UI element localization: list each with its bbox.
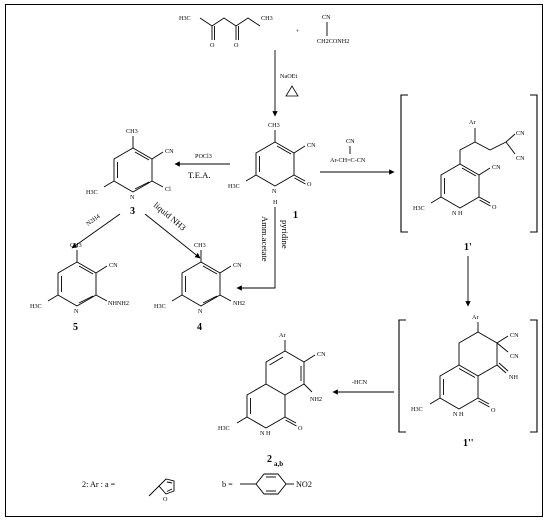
c4-nh2: NH2 [233, 300, 245, 307]
c2-n: N [260, 430, 265, 437]
c2-h: H [266, 430, 271, 437]
reagent-amm-acetate: Amm.acetate [260, 216, 270, 262]
c1dprime-h: H [459, 411, 464, 418]
bracket-1prime-right [530, 94, 538, 233]
compound-4: CH3 CN NH2 H3C N 4 [154, 242, 245, 333]
compound-1dprime: Ar CN CN NH O H3C N H [411, 314, 519, 418]
compound-5-label: 5 [73, 322, 78, 333]
reagent-pocl3: POCl3 [195, 153, 212, 160]
c4-h3c: H3C [154, 303, 166, 310]
plus-sign: + [296, 28, 300, 35]
c4-n: N [198, 308, 203, 315]
arrow-1-to-4 [236, 207, 276, 291]
compound-5: CH3 CN NHNH2 H3C N 5 [30, 242, 129, 333]
acac-oxo-1: O [210, 42, 215, 49]
c1prime-cn3: CN [492, 164, 501, 171]
footer-ar-a: 2: Ar : a = [82, 480, 116, 489]
c3-h3c: H3C [86, 189, 98, 196]
acac-methyl-right: CH3 [261, 15, 273, 22]
reagent-naoet: NaOEt [280, 73, 297, 80]
compound-2-label: 2 [267, 454, 272, 465]
furan-oxygen: O [163, 496, 168, 503]
bracket-1prime-left [400, 94, 408, 233]
cyanoacetamide-cn: CN [322, 14, 331, 21]
reagent-arylidene-cn: CN [346, 138, 355, 145]
c1dprime-ar: Ar [472, 314, 479, 321]
c2-h3c: H3C [218, 425, 230, 432]
acac-methyl-left: H3C [179, 15, 191, 22]
compound-2: Ar CN NH2 O H3C N H [218, 332, 326, 437]
c1-oxo: O [307, 181, 312, 188]
heat-triangle-icon [285, 85, 299, 97]
c2-cn: CN [317, 351, 326, 358]
compound-1prime-label: 1' [464, 242, 472, 253]
c1dprime-oxo: O [491, 407, 496, 414]
compound-1: CH3 CN O H3C N H 1 [228, 122, 316, 221]
furan-2-yl-icon: O [148, 478, 175, 503]
cyanoacetamide: CN CH2CONH2 [317, 14, 349, 45]
c3-cl: Cl [165, 186, 171, 193]
compound-3-label: 3 [130, 206, 135, 217]
c1-n: N [272, 188, 277, 195]
reagent-hcn: -HCN [352, 379, 368, 386]
acac-oxo-2: O [234, 42, 239, 49]
scheme-frame [5, 4, 543, 517]
c2-nh2: NH2 [310, 396, 322, 403]
reagent-hydrazine: N2H4 [85, 213, 101, 228]
c1prime-cn1: CN [516, 130, 525, 137]
c1dprime-cn1: CN [510, 332, 519, 339]
c3-methyl: CH3 [126, 128, 138, 135]
c1prime-h3c: H3C [413, 205, 425, 212]
reagent-liquid-nh3: liquid NH3 [152, 200, 188, 233]
c1prime-ar: Ar [469, 119, 476, 126]
c3-n: N [130, 194, 135, 201]
c4-methyl: CH3 [194, 242, 206, 249]
bracket-1dprime-left [398, 319, 406, 433]
compound-1-label: 1 [293, 210, 298, 221]
nitro-group: NO2 [296, 480, 312, 489]
c5-n: N [74, 308, 79, 315]
c5-methyl: CH3 [70, 242, 82, 249]
c2-ar: Ar [279, 332, 286, 339]
c5-h3c: H3C [30, 303, 42, 310]
c3-cn: CN [165, 148, 174, 155]
c1prime-oxo: O [492, 204, 497, 211]
c1-methyl: CH3 [268, 122, 280, 129]
c2-oxo: O [298, 425, 303, 432]
compound-1dprime-label: 1'' [463, 438, 474, 449]
c5-nhnh2: NHNH2 [108, 300, 129, 307]
p-nitrophenyl-icon: NO2 [240, 473, 312, 495]
c4-cn: CN [233, 262, 242, 269]
c1dprime-n: N [453, 411, 458, 418]
c1prime-cn2: CN [516, 155, 525, 162]
c1prime-n: N [452, 210, 457, 217]
compound-2-label-sub: a,b [274, 460, 283, 468]
reagent-pyridine: pyridine [280, 220, 290, 249]
cyanoacetamide-ch2conh2: CH2CONH2 [317, 38, 349, 45]
c1prime-h: H [458, 210, 463, 217]
c5-cn: CN [109, 262, 118, 269]
c1-h3c: H3C [228, 183, 240, 190]
bracket-1dprime-right [530, 319, 538, 433]
compound-3: CH3 CN Cl H3C N 3 [86, 128, 174, 217]
arrow-3-to-5 [71, 213, 121, 249]
c1dprime-h3c: H3C [411, 406, 423, 413]
compound-4-label: 4 [197, 322, 202, 333]
c1-cn: CN [307, 142, 316, 149]
acetylacetone: H3C CH3 O O [179, 15, 273, 49]
reagent-arylidene: Ar-CH=C-CN [330, 157, 366, 164]
c1dprime-cn2: CN [510, 353, 519, 360]
c1dprime-imine: NH [509, 374, 518, 381]
arrow-3-to-4 [144, 213, 201, 259]
reagent-tea: T.E.A. [188, 170, 211, 180]
footer-ar-b: b = [222, 480, 233, 489]
c1-h: H [273, 199, 278, 206]
compound-1prime: Ar CN CN CN O H3C N H [413, 119, 525, 217]
